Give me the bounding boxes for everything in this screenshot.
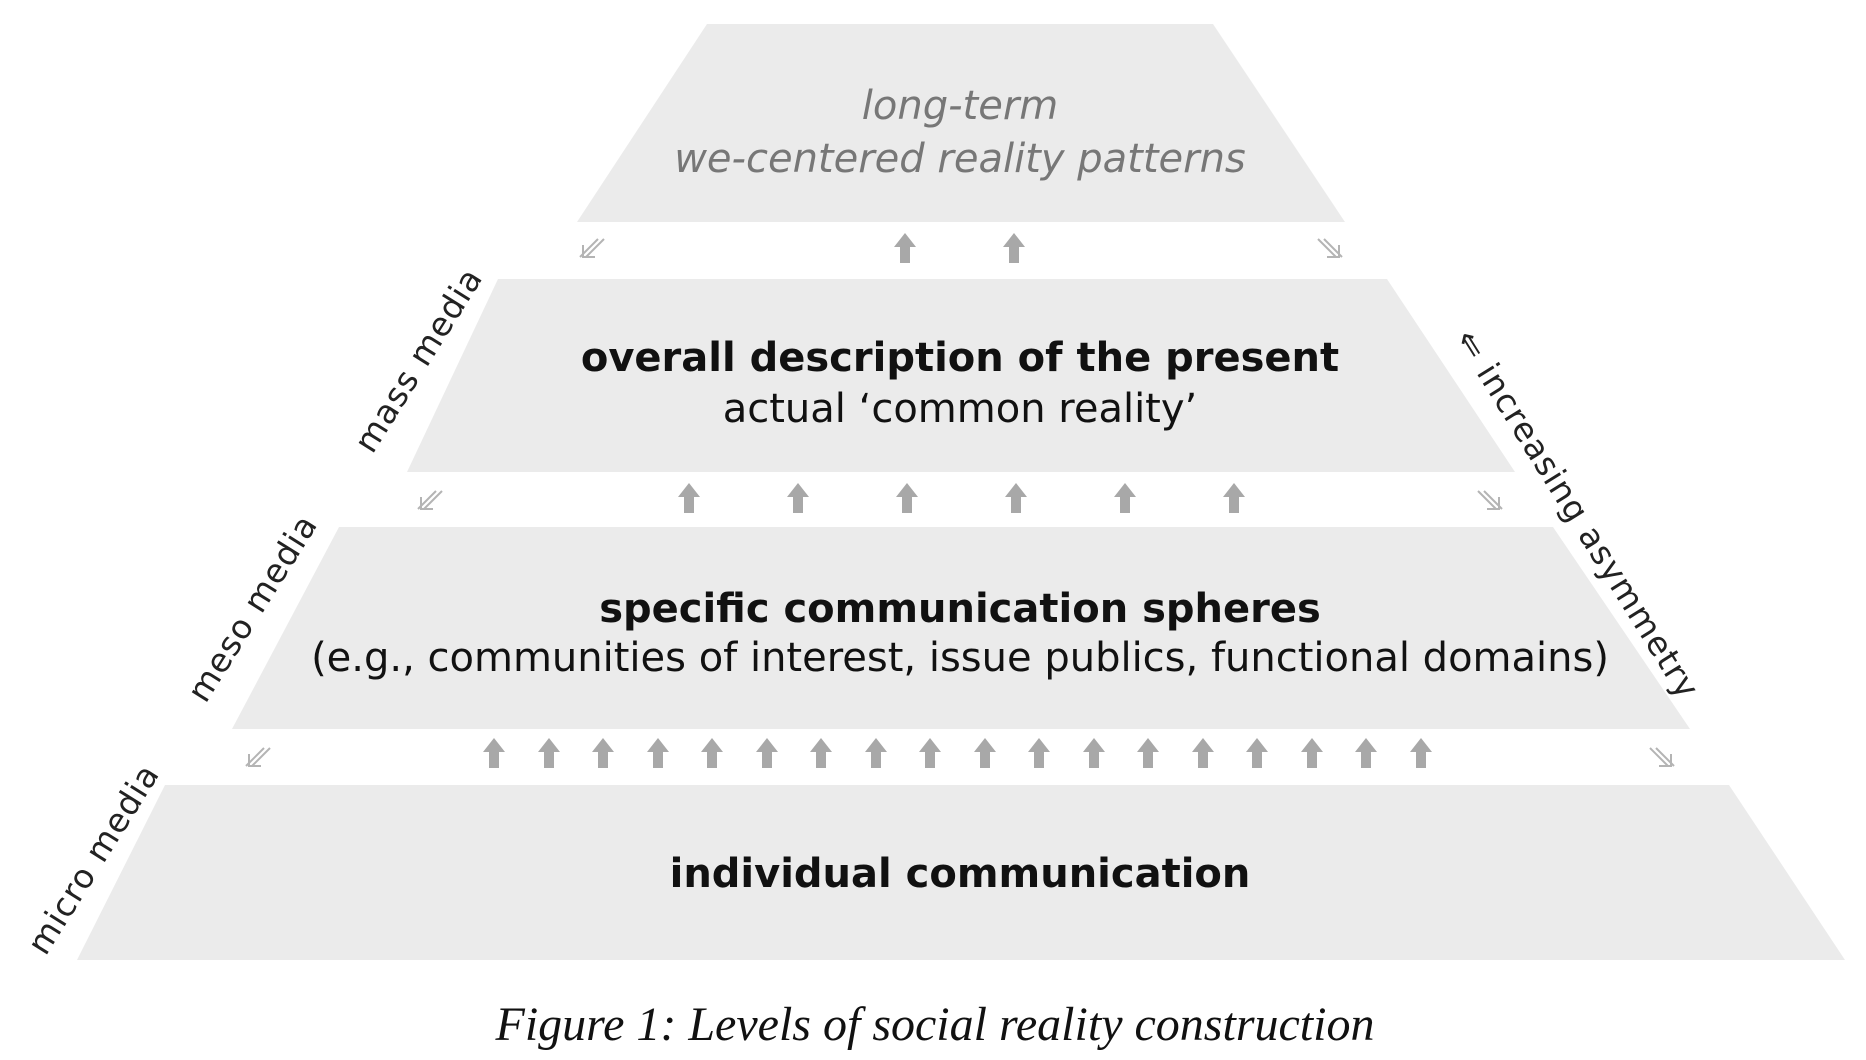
up-arrow-icon [787, 483, 809, 513]
layer-top [577, 24, 1345, 222]
up-arrow-icon [1192, 738, 1214, 768]
up-arrow-icon [1223, 483, 1245, 513]
up-arrow-icon [1410, 738, 1432, 768]
arrows-layer [245, 233, 1675, 768]
double-diagonal-arrow-icon [1317, 238, 1343, 258]
up-arrow-icon [865, 738, 887, 768]
up-arrow-icon [1003, 233, 1025, 263]
up-arrow-icon [647, 738, 669, 768]
up-arrow-icon [701, 738, 723, 768]
double-diagonal-arrow-icon [245, 747, 271, 767]
layer-micro [77, 785, 1845, 960]
layer-mass [407, 279, 1515, 472]
up-arrow-icon [1301, 738, 1323, 768]
up-arrow-icon [894, 233, 916, 263]
up-arrow-icon [919, 738, 941, 768]
double-diagonal-arrow-icon [1649, 747, 1675, 767]
up-arrow-icon [1114, 483, 1136, 513]
meso-level-subtitle: (e.g., communities of interest, issue pu… [311, 635, 1609, 681]
double-diagonal-arrow-icon [1477, 490, 1503, 510]
meso-level-title: specific communication spheres [599, 586, 1321, 632]
up-arrow-icon [896, 483, 918, 513]
micro-level-title: individual communication [670, 851, 1251, 897]
mass-level-subtitle: actual ‘common reality’ [723, 386, 1198, 432]
double-diagonal-arrow-icon [579, 238, 605, 258]
up-arrow-icon [1246, 738, 1268, 768]
up-arrow-icon [1355, 738, 1377, 768]
up-arrow-icon [1028, 738, 1050, 768]
up-arrow-icon [678, 483, 700, 513]
up-arrow-icon [974, 738, 996, 768]
up-arrow-icon [1137, 738, 1159, 768]
up-arrow-icon [756, 738, 778, 768]
layer-meso [232, 527, 1690, 729]
top-level-line2: we-centered reality patterns [674, 136, 1246, 182]
up-arrow-icon [538, 738, 560, 768]
up-arrow-icon [483, 738, 505, 768]
figure-caption: Figure 1: Levels of social reality const… [495, 998, 1375, 1051]
up-arrow-icon [1083, 738, 1105, 768]
top-level-line1: long-term [862, 83, 1058, 129]
up-arrow-icon [1005, 483, 1027, 513]
mass-level-title: overall description of the present [581, 335, 1339, 381]
up-arrow-icon [592, 738, 614, 768]
up-arrow-icon [810, 738, 832, 768]
double-diagonal-arrow-icon [417, 490, 443, 510]
